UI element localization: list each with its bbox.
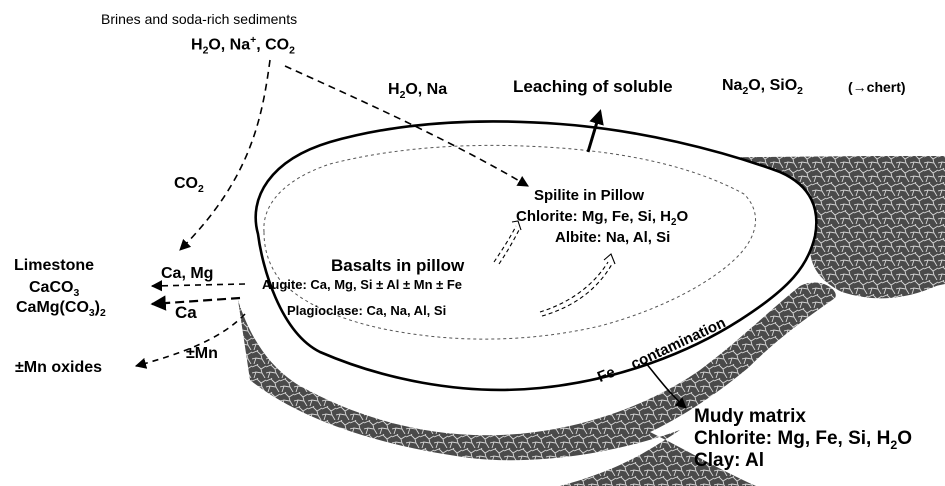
flow-label-ca: Ca (175, 304, 197, 321)
leaching-formula: Na2O, SiO2 (722, 78, 803, 98)
arrow-ca-mg (152, 284, 245, 286)
spilite-albite: Albite: Na, Al, Si (555, 230, 670, 245)
basalt-title: Basalts in pillow (331, 257, 464, 274)
product-limestone: Limestone (14, 258, 94, 274)
flow-label-co2: CO2 (174, 176, 204, 196)
flow-label-h2o-na: H2O, Na (388, 82, 447, 102)
sources-title: Brines and soda-rich sediments (101, 12, 297, 26)
flow-label-ca-mg: Ca, Mg (161, 266, 213, 282)
product-dolomite: CaMg(CO3)2 (16, 300, 106, 320)
product-mn-oxides: ±Mn oxides (15, 360, 102, 376)
matrix-chlorite: Chlorite: Mg, Fe, Si, H2O (694, 429, 912, 451)
spilite-title: Spilite in Pillow (534, 188, 644, 203)
matrix-clay: Clay: Al (694, 451, 764, 470)
matrix-title: Mudy matrix (694, 407, 806, 426)
spilite-chlorite: Chlorite: Mg, Fe, Si, H2O (516, 209, 688, 228)
basalt-plagioclase: Plagioclase: Ca, Na, Al, Si (287, 304, 446, 317)
leaching-chert: (→chert) (848, 80, 906, 94)
product-caco3: CaCO3 (29, 280, 79, 300)
sources-formula: H2O, Na+, CO2 (191, 36, 295, 57)
basalt-augite: Augite: Ca, Mg, Si ± Al ± Mn ± Fe (262, 278, 462, 291)
flow-label-mn: ±Mn (186, 346, 218, 362)
leaching-label: Leaching of soluble (513, 78, 673, 95)
